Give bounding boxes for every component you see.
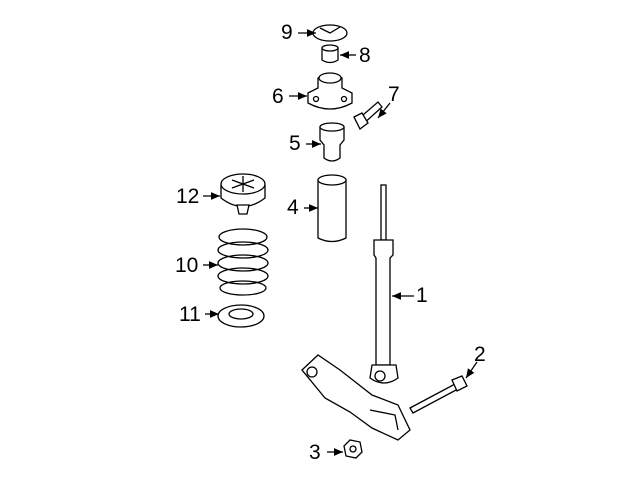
callout-10: 10 — [175, 254, 199, 277]
part-4-dust-boot — [317, 174, 347, 243]
part-12-spring-seat — [220, 173, 266, 215]
part-2-bolt — [409, 375, 468, 414]
part-7-bolt — [353, 101, 383, 130]
callout-9: 9 — [281, 21, 293, 44]
part-5-bump-stop — [319, 122, 345, 162]
callout-7: 7 — [388, 83, 400, 106]
callout-4: 4 — [287, 196, 299, 219]
part-3-nut — [343, 439, 363, 459]
callout-11: 11 — [179, 303, 201, 326]
callout-5: 5 — [289, 132, 301, 155]
part-11-lower-spring-seat — [217, 304, 265, 328]
part-1-shock-absorber — [369, 184, 399, 384]
lower-control-arm — [301, 354, 411, 441]
part-8-nut — [321, 44, 339, 64]
part-9-washer — [312, 24, 348, 42]
callout-6: 6 — [272, 85, 284, 108]
callout-12: 12 — [176, 185, 200, 208]
callout-8: 8 — [359, 44, 371, 67]
callout-1: 1 — [416, 284, 428, 307]
part-6-upper-mount — [307, 72, 353, 110]
callout-3: 3 — [309, 441, 321, 464]
callout-2: 2 — [474, 343, 486, 366]
part-10-coil-spring — [217, 228, 269, 296]
